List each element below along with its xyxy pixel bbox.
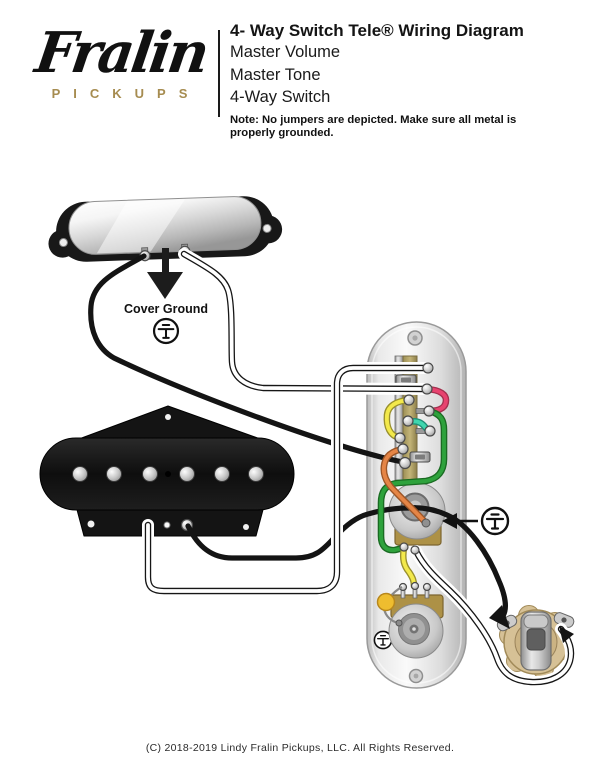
cover-ground-arrow-shaft: [162, 248, 169, 274]
bridge-pole-5: [214, 466, 230, 482]
tone-pot-right-lug: [422, 582, 432, 592]
wire-bridge-ground-black: [185, 505, 508, 619]
tone-pot: [388, 585, 444, 659]
copyright-text: (C) 2018-2019 Lindy Fralin Pickups, LLC.…: [145, 742, 455, 754]
tone-pot-left-lug: [398, 582, 408, 592]
switch-lug-r4: [424, 425, 436, 437]
switch-lug-l2: [402, 415, 414, 427]
volume-pot-right-solder: [421, 518, 431, 528]
wire-neck-ground-black: [88, 253, 406, 465]
cover-ground-arrowhead: [147, 272, 183, 299]
volume-ground-arrowhead: [442, 513, 457, 529]
header: Fralin PICKUPS 4- Way Switch Tele® Wirin…: [0, 0, 600, 150]
bridge-pole-4: [179, 466, 195, 482]
header-divider: [218, 30, 220, 117]
cover-ground-callout: Cover Ground: [124, 248, 208, 345]
switch-lug-r3: [423, 405, 435, 417]
solder-lugs: [394, 362, 436, 592]
switch-lug-l4: [397, 443, 409, 455]
cover-ground-symbol-icon: [152, 317, 180, 345]
volume-ground-symbol-icon: [480, 506, 510, 536]
switch-lug-l3: [394, 432, 406, 444]
note-text: Note: No jumpers are depicted. Make sure…: [230, 113, 517, 140]
neck-mount-hole-right: [262, 223, 272, 233]
wire-switch-orange: [380, 445, 429, 526]
tone-pot-middle-lug: [410, 581, 420, 591]
tone-capacitor: [376, 586, 403, 627]
switch-lug-r1: [422, 362, 434, 374]
output-jack: [496, 605, 575, 679]
bridge-pole-2: [106, 466, 122, 482]
switch-lug-r2: [421, 383, 433, 395]
bridge-pickup: [39, 405, 295, 537]
volume-ground-callout: [442, 506, 510, 536]
capacitor-disc: [376, 592, 396, 612]
subtitle-master-tone: Master Tone: [230, 65, 321, 84]
subtitle-4way-switch: 4-Way Switch: [230, 88, 331, 106]
tone-casing-solder: [395, 619, 403, 627]
cover-ground-label: Cover Ground: [124, 302, 208, 316]
output-black-arrowhead: [489, 605, 510, 629]
fralin-logo: Fralin PICKUPS: [26, 20, 216, 101]
bridge-pole-6: [248, 466, 264, 482]
volume-pot-input-lug: [399, 542, 409, 552]
output-white-arrowhead: [559, 626, 574, 643]
wire-jumper-yellow: [383, 396, 413, 442]
switch-lug-l1: [403, 394, 415, 406]
logo-wordmark: Fralin: [31, 20, 211, 86]
wire-jumper-pink: [423, 385, 450, 415]
subtitle-master-volume: Master Volume: [230, 43, 341, 61]
wire-switch-output-green: [377, 407, 448, 554]
neck-mount-hole-left: [58, 238, 68, 248]
wiring-diagram: Cover Ground: [39, 196, 600, 689]
bridge-pole-1: [72, 466, 88, 482]
page-title: 4- Way Switch Tele® Wiring Diagram: [230, 21, 524, 40]
switch-lug-l5: [398, 456, 412, 470]
wires: [88, 253, 574, 682]
wire-volume-to-tone-yellow: [399, 544, 418, 590]
logo-pickups-text: PICKUPS: [51, 86, 201, 101]
volume-pot-middle-lug: [410, 545, 420, 555]
bridge-pole-3: [142, 466, 158, 482]
title-block: 4- Way Switch Tele® Wiring Diagram Maste…: [230, 20, 590, 141]
